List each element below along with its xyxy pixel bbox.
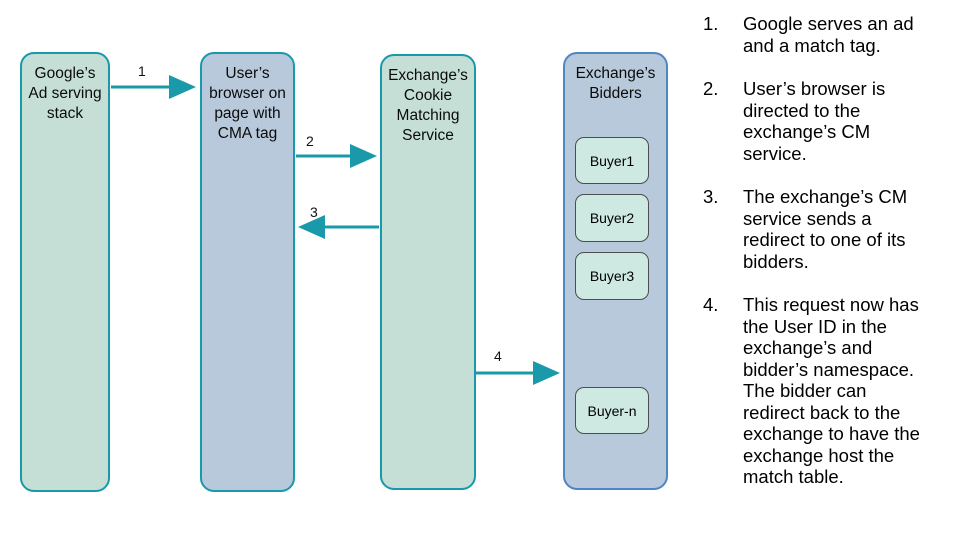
buyer3-box: Buyer3 <box>575 252 649 300</box>
buyer-label: Buyer2 <box>589 210 635 226</box>
arrow-1-label: 1 <box>138 63 146 79</box>
note-number: 1. <box>703 13 719 34</box>
note-item-2: 2. User’s browser is directed to the exc… <box>703 78 948 164</box>
note-item-3: 3. The exchange’s CM service sends a red… <box>703 186 948 272</box>
note-text: This request now has the User ID in the … <box>743 294 920 487</box>
note-item-1: 1. Google serves an ad and a match tag. <box>703 13 948 56</box>
buyer-label: Buyer3 <box>589 268 635 284</box>
arrow-4-label: 4 <box>494 348 502 364</box>
notes-list: 1. Google serves an ad and a match tag. … <box>703 13 948 510</box>
arrow-2-label: 2 <box>306 133 314 149</box>
box-title: Google’s Ad serving stack <box>28 65 102 122</box>
box-cookie-matching-service: Exchange’s Cookie Matching Service <box>380 54 476 490</box>
box-title: Exchange’s Cookie Matching Service <box>388 67 468 144</box>
buyer-label: Buyer1 <box>589 152 635 169</box>
buyer-n-box: Buyer-n <box>575 387 649 434</box>
box-exchange-bidders: Exchange’s Bidders Buyer1 Buyer2 Buyer3 … <box>563 52 668 490</box>
box-users-browser: User’s browser on page with CMA tag <box>200 52 295 492</box>
box-title: User’s browser on page with CMA tag <box>209 65 286 142</box>
note-item-4: 4. This request now has the User ID in t… <box>703 294 948 488</box>
note-text: Google serves an ad and a match tag. <box>743 13 914 56</box>
buyer-label: Buyer-n <box>587 402 637 419</box>
box-google-ad-serving-stack: Google’s Ad serving stack <box>20 52 110 492</box>
box-title: Exchange’s Bidders <box>575 65 656 102</box>
note-text: User’s browser is directed to the exchan… <box>743 78 886 164</box>
note-number: 3. <box>703 186 719 207</box>
note-number: 4. <box>703 294 719 315</box>
buyer2-box: Buyer2 <box>575 194 649 242</box>
note-text: The exchange’s CM service sends a redire… <box>743 186 908 272</box>
arrow-3-label: 3 <box>310 204 318 220</box>
note-number: 2. <box>703 78 719 99</box>
buyer1-box: Buyer1 <box>575 137 649 184</box>
